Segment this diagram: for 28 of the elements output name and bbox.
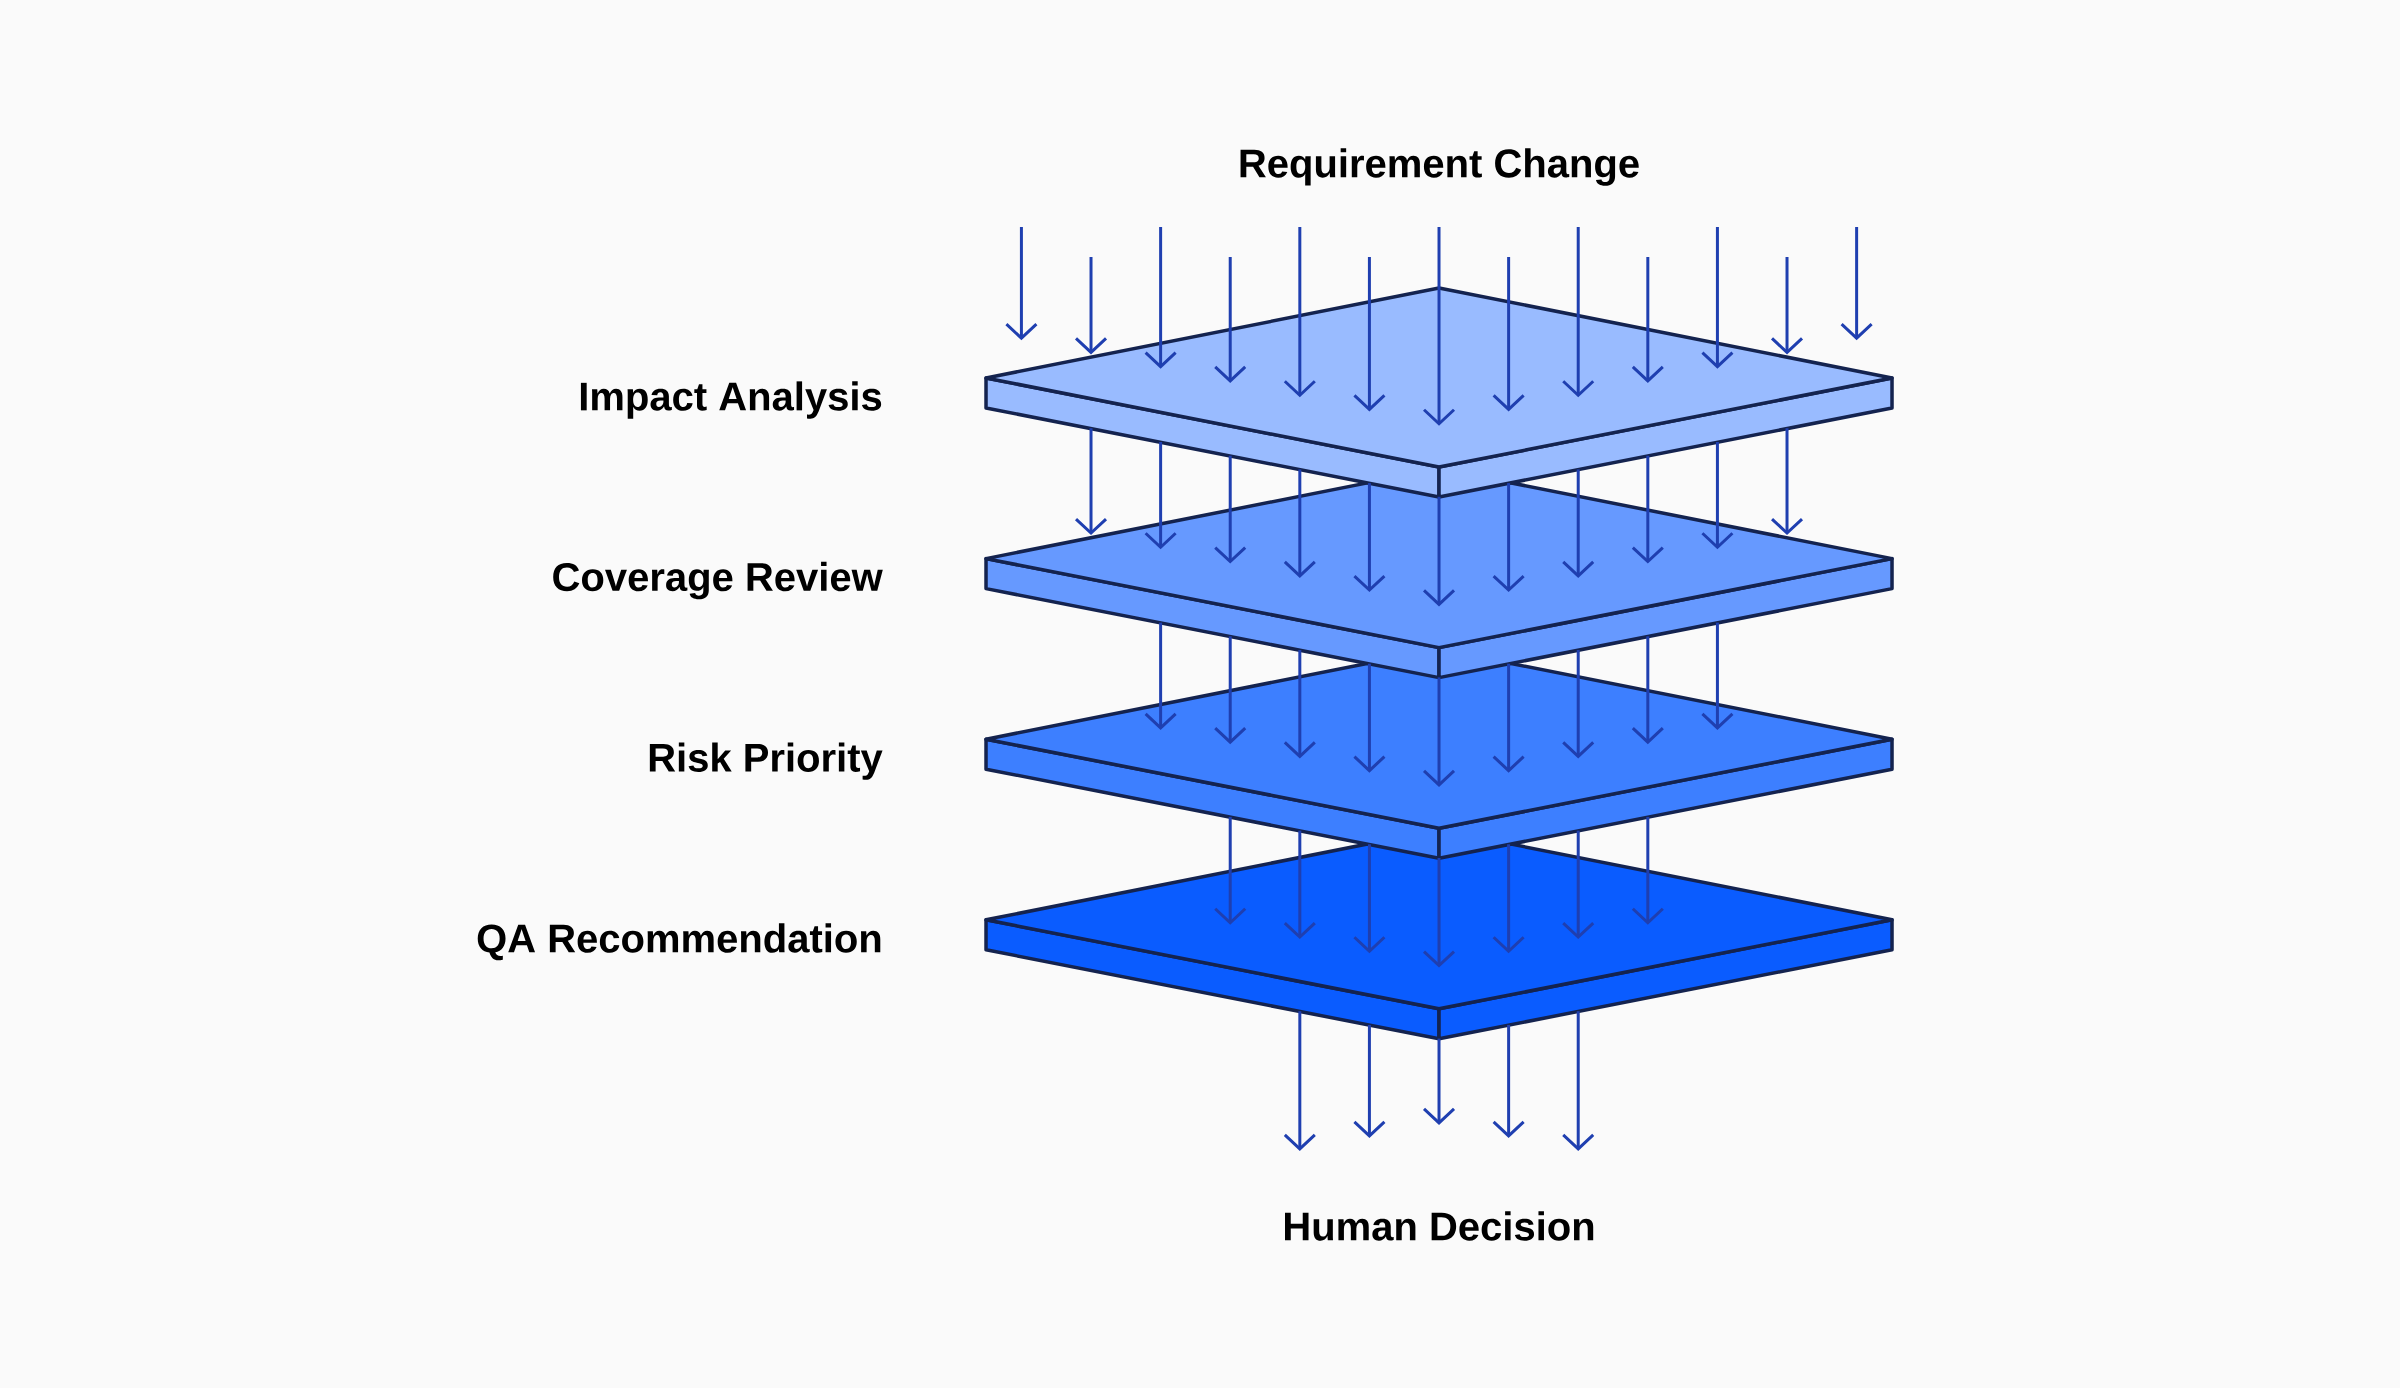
layer-label: QA Recommendation [477,923,881,961]
arrow [1214,816,1247,925]
arrow [1283,1011,1316,1151]
layer-label: Coverage Review [553,561,883,600]
arrow [1353,844,1386,954]
footer-label: Human Decision [1285,1211,1594,1241]
arrow [1631,816,1664,925]
arrow [1214,455,1247,564]
heading: Requirement Change [1240,148,1639,186]
arrow [1423,1038,1456,1125]
arrow [1144,622,1177,730]
arrow [1214,636,1247,745]
arrow [1701,442,1734,550]
layer-label: Risk Priority [649,742,883,780]
arrow [1492,1024,1525,1138]
arrow [1631,636,1664,745]
arrow [1423,677,1456,787]
arrow [1423,496,1456,607]
arrow [1144,442,1177,550]
arrow [1492,483,1525,593]
arrow [1701,622,1734,730]
arrow [1353,1024,1386,1138]
arrow [1353,483,1386,593]
arrow [1631,455,1664,564]
arrow [1423,858,1456,968]
layer-label: Impact Analysis [580,381,882,419]
arrow [1562,1011,1595,1151]
arrow [1492,844,1525,954]
